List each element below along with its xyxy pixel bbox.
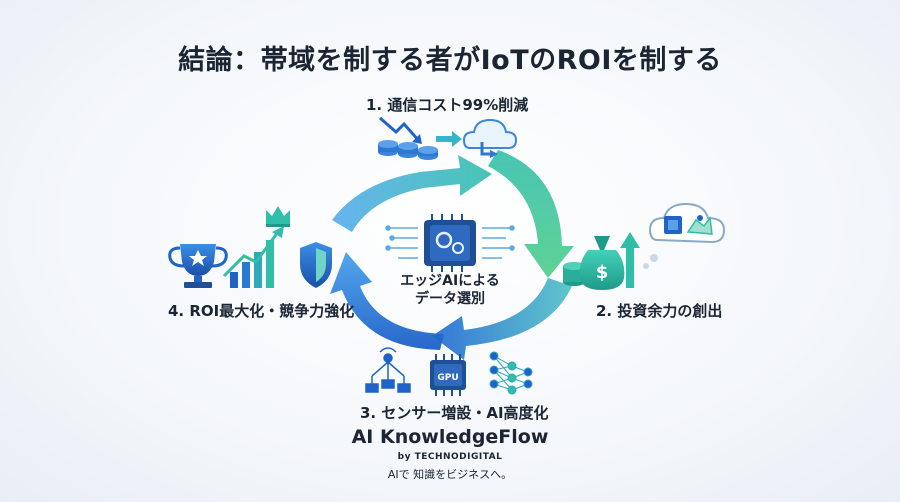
cycle-arrows [330,150,574,360]
step3-icons: GPU [365,347,533,396]
page-title: 結論：帯域を制する者がIoTのROIを制する [178,45,722,76]
brand-tagline: AIで 知識をビジネスへ。 [387,468,513,481]
chip-map-cloud-icon [643,202,726,269]
arrow-right [488,150,574,278]
gpu-chip-icon: GPU [430,354,466,396]
center-label-line1: エッジAIによる [400,273,500,289]
step4-icons [168,206,332,288]
arrow-top [332,155,492,232]
coins-icon [563,262,585,286]
sensor-network-icon [365,347,411,393]
step-label-4: 4. ROI最大化・競争力強化 [168,302,355,320]
step2-icons: $ [563,202,726,290]
step-label-2: 2. 投資余力の創出 [596,302,723,320]
shield-icon [300,242,332,288]
step-label-1: 1. 通信コスト99%削減 [366,96,529,114]
crown-icon [266,206,290,227]
step-label-3: 3. センサー増設・AI高度化 [360,404,549,422]
cloud-icon [462,118,518,158]
arrow-bottom [432,278,572,360]
money-bag-icon: $ [579,236,625,290]
edge-ai-chip-icon [385,214,515,272]
svg-text:GPU: GPU [437,373,458,383]
arrow-left [330,252,444,350]
center-label-line2: データ選別 [415,291,485,307]
arrow-right-icon [436,131,462,147]
step1-icons [378,116,518,160]
arrow-up-icon [620,232,640,288]
brand-name: AI KnowledgeFlow [351,426,549,448]
coin-stack-icon [378,140,438,160]
brand-by: by TECHNODIGITAL [397,452,503,462]
trending-down-icon [379,116,422,144]
svg-text:$: $ [596,262,609,283]
center-label: エッジAIによる データ選別 [380,272,520,308]
trophy-icon [168,244,228,288]
neural-network-icon [489,351,533,395]
growth-chart-icon [222,226,284,288]
